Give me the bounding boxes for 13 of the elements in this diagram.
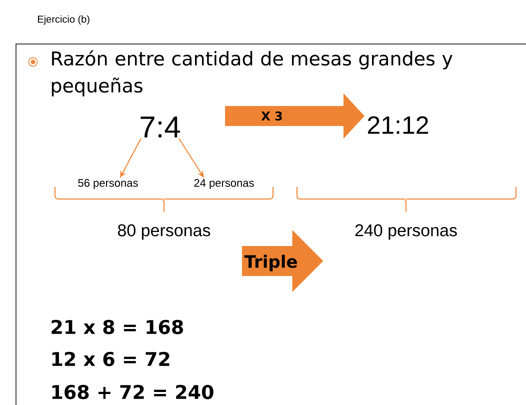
equation-text: 21 x 8 = 168 [52, 320, 183, 334]
total-text: 80 personas [118, 224, 210, 240]
total-text: 240 personas [355, 224, 457, 240]
slide-title: Ejercicio (b) [38, 15, 90, 25]
ratio-text: 7:4 [140, 116, 180, 138]
arrow-label: Triple [244, 254, 297, 272]
quantity-text: 24 personas [194, 179, 254, 189]
equation-text: 168 + 72 = 240 [52, 384, 214, 400]
quantity-text: 56 personas [78, 179, 138, 189]
arrow-label: X 3 [261, 111, 282, 121]
bullet-text: Razón entre cantidad de mesas grandes y pequeñas [52, 50, 452, 96]
ratio-text: 21:12 [368, 116, 428, 134]
equation-text: 12 x 6 = 72 [52, 352, 170, 366]
